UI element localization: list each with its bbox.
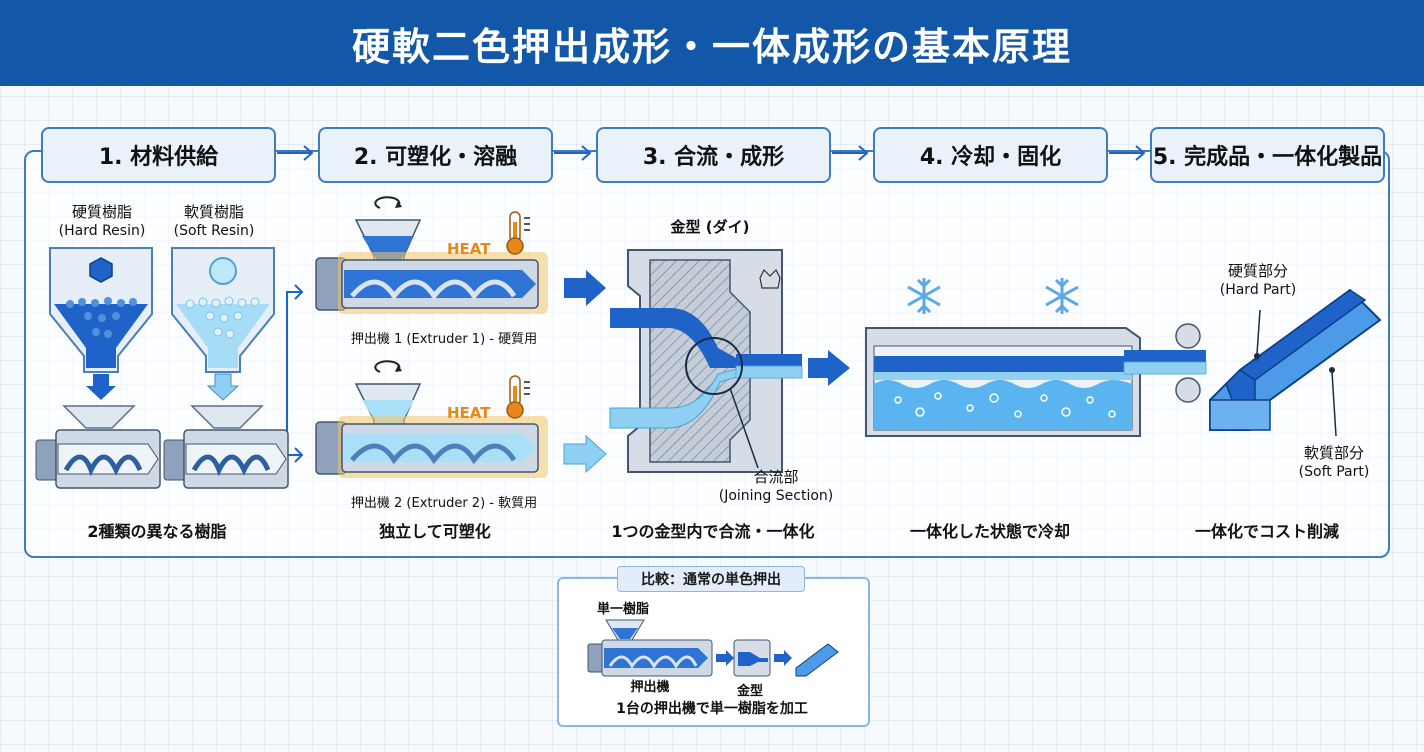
heat-label-2: HEAT xyxy=(447,404,491,422)
die-input-arrows xyxy=(563,270,607,474)
step-3-box: 3. 合流・成形 xyxy=(596,127,831,183)
step1-hoppers-illustration xyxy=(49,247,275,401)
thermometer-icon xyxy=(506,211,530,255)
down-arrow-icon xyxy=(206,373,240,401)
thermometer-icon xyxy=(506,375,530,419)
arrow-right-icon xyxy=(563,434,607,474)
cooling-tank-illustration xyxy=(865,278,1207,437)
down-arrow-icon xyxy=(86,374,116,400)
arrow-right-icon xyxy=(774,650,792,666)
single-extrusion-illustration xyxy=(587,619,839,677)
arrow-right-icon xyxy=(808,350,850,386)
snowflake-icon xyxy=(907,278,941,314)
extruder-2-label: 押出機 2 (Extruder 2) - 軟質用 xyxy=(350,496,538,511)
soft-part-label: 軟質部分 (Soft Part) xyxy=(1298,444,1370,480)
heat-label-1: HEAT xyxy=(447,240,491,258)
product-profile-illustration xyxy=(1209,288,1382,437)
comparison-title: 比較：通常の単色押出 xyxy=(617,566,805,592)
step-2-caption: 独立して可塑化 xyxy=(379,522,491,541)
page-title: 硬軟二色押出成形・一体成形の基本原理 xyxy=(0,0,1424,86)
step-3-caption: 1つの金型内で合流・一体化 xyxy=(611,522,815,541)
joining-section-label: 合流部 (Joining Section) xyxy=(718,468,834,504)
step-4-box: 4. 冷却・固化 xyxy=(873,127,1108,183)
snowflake-icon xyxy=(1045,278,1079,314)
die-label: 金型 (ダイ) xyxy=(670,218,750,236)
die-small-label: 金型 xyxy=(736,684,763,699)
extruder-label: 押出機 xyxy=(630,680,670,695)
extruder-1-label: 押出機 1 (Extruder 1) - 硬質用 xyxy=(350,332,538,347)
arrow-right-icon xyxy=(832,145,869,161)
arrow-right-icon xyxy=(277,145,314,161)
hard-part-label: 硬質部分 (Hard Part) xyxy=(1219,262,1297,298)
circle-icon xyxy=(209,257,237,285)
arrow-right-icon xyxy=(1109,145,1146,161)
hexagon-icon xyxy=(89,257,113,283)
rotate-icon xyxy=(374,360,401,373)
hard-resin-label: 硬質樹脂 (Hard Resin) xyxy=(58,203,146,239)
step-5-box: 5. 完成品・一体化製品 xyxy=(1150,127,1385,183)
step1-extruders xyxy=(35,405,289,489)
roller-icon xyxy=(1175,377,1201,403)
roller-icon xyxy=(1175,323,1201,349)
step2-extruders-illustration xyxy=(315,196,548,478)
arrow-right-icon xyxy=(564,270,606,306)
die-icon xyxy=(759,268,781,289)
single-resin-label: 単一樹脂 xyxy=(596,602,649,617)
step-4-caption: 一体化した状態で冷却 xyxy=(909,522,1070,541)
comparison-caption: 1台の押出機で単一樹脂を加工 xyxy=(616,701,808,717)
rotate-icon xyxy=(374,196,401,209)
arrow-right-icon xyxy=(554,145,592,161)
step-5-caption: 一体化でコスト削減 xyxy=(1194,522,1339,541)
die-illustration xyxy=(609,249,803,473)
arrow-right-icon xyxy=(716,650,734,666)
magnifier-circle xyxy=(685,337,743,395)
soft-resin-label: 軟質樹脂 (Soft Resin) xyxy=(173,203,255,239)
step-2-box: 2. 可塑化・溶融 xyxy=(318,127,553,183)
step-1-caption: 2種類の異なる樹脂 xyxy=(87,522,227,541)
step-1-box: 1. 材料供給 xyxy=(41,127,276,183)
